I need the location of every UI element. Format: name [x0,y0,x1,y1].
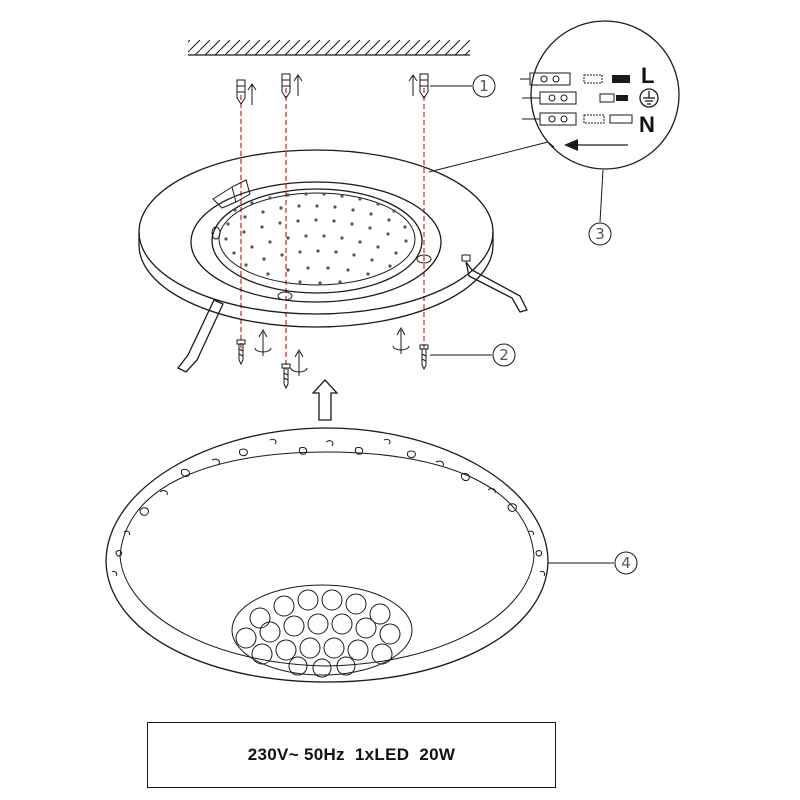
spec-label: 230V~ 50Hz 1xLED 20W [247,745,456,764]
screw-middle [281,348,308,390]
guide-lines [240,88,425,370]
callout-2-label: 2 [499,346,509,364]
callout-4: 4 [548,551,638,575]
cable-clamp [212,179,251,209]
lamp-decor-pattern [111,438,546,577]
spec-box: 230V~ 50Hz 1xLED 20W [147,722,556,788]
earth-ground-icon [639,88,659,108]
screw-group [236,326,429,390]
callout-2: 2 [430,343,516,367]
wall-plug-middle [281,73,303,99]
callout-1-label: 1 [479,77,489,95]
terminal-row-neutral [522,112,633,126]
callout-4-label: 4 [621,554,631,572]
base-holes [224,192,408,285]
wall-plug-group [236,73,429,105]
callout-3: 3 [588,169,612,246]
terminal-row-earth [522,91,628,105]
mounting-slots [211,226,432,301]
mounting-base [138,149,528,373]
neutral-label: N [639,112,655,137]
arrow-left-icon [564,139,628,151]
ceiling [188,40,470,56]
live-label: L [641,63,654,88]
crystal-center [231,584,413,678]
terminal-row-live [520,72,630,86]
screw-right [392,326,429,371]
spring-clip-right [465,261,528,313]
wall-plug-left [236,79,257,105]
wall-plug-right [408,73,429,99]
wiring-detail: L N [428,20,680,173]
lamp-shade [105,427,549,683]
screw-left [236,328,272,366]
callout-1: 1 [430,74,496,98]
callout-3-label: 3 [595,225,605,243]
arrow-up-icon [311,379,339,421]
spring-clip-left [177,299,224,373]
